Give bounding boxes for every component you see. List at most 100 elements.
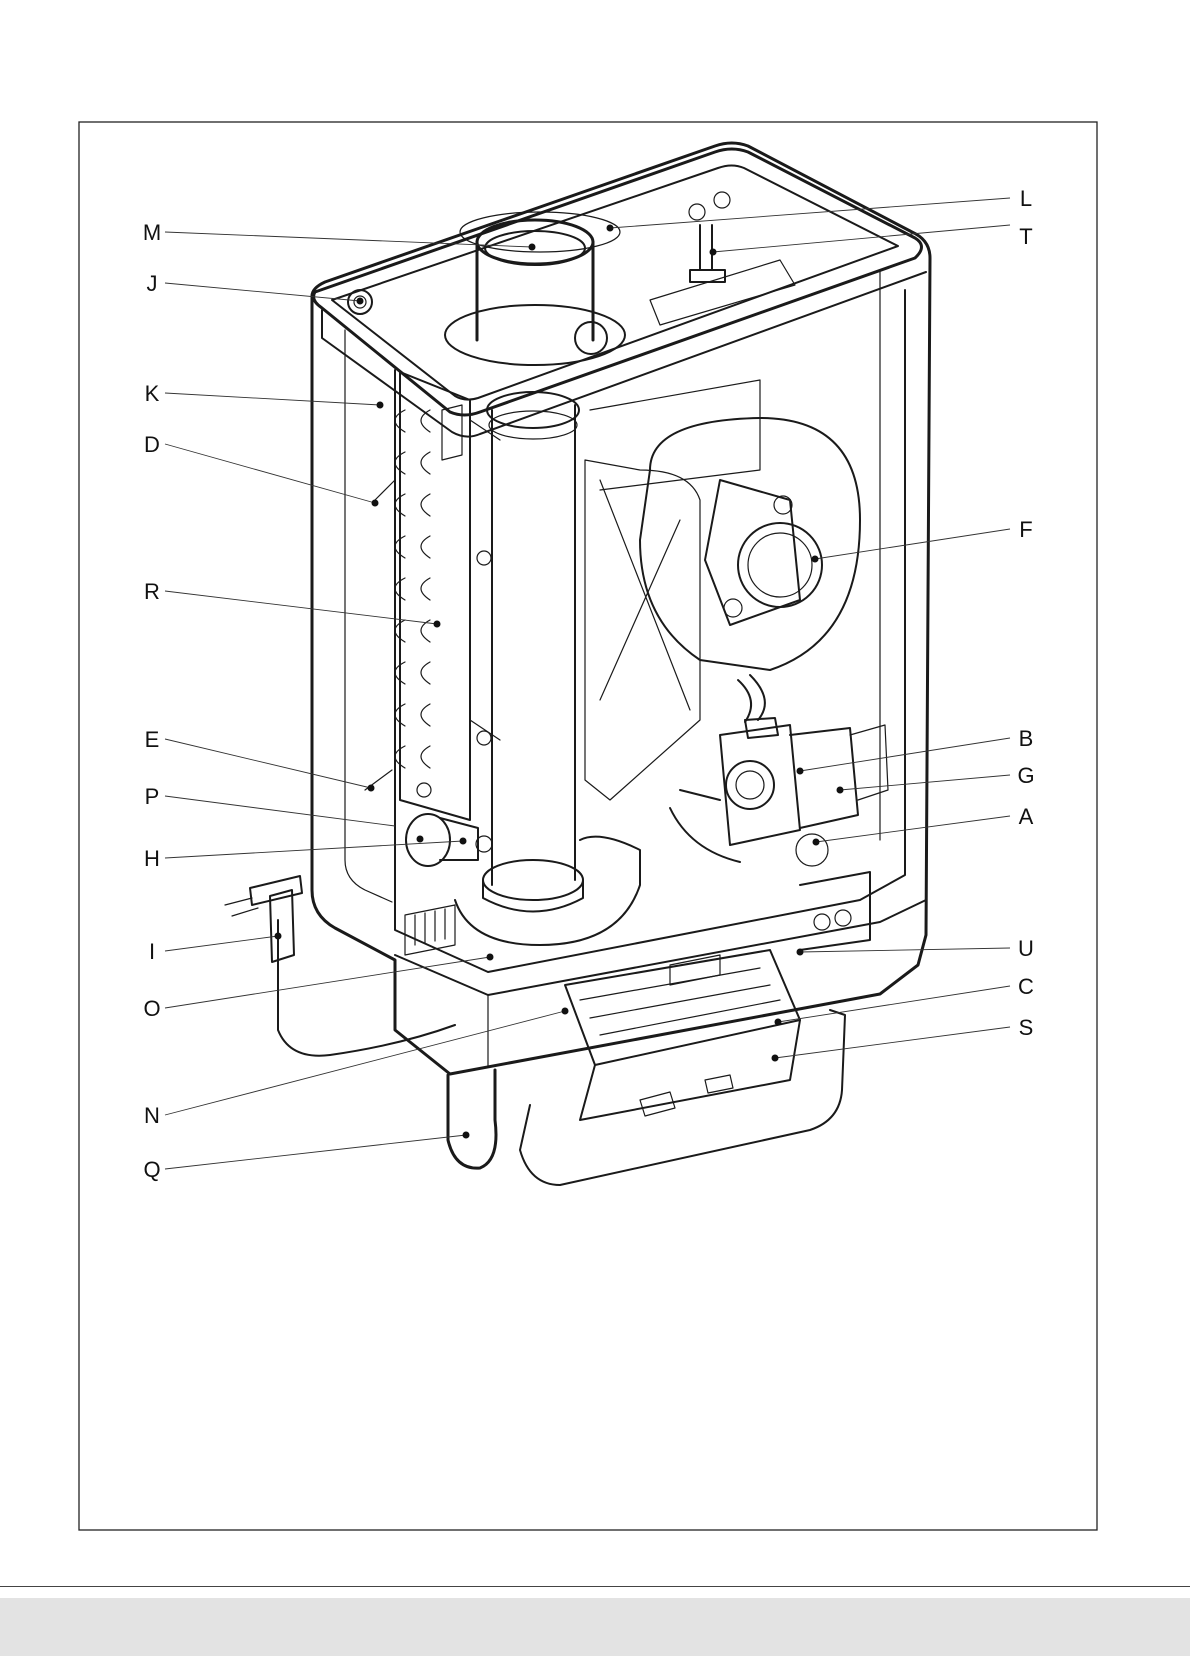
- dot-B: [797, 768, 804, 775]
- sample-point-cap: [575, 322, 607, 354]
- leader-K: [165, 393, 380, 405]
- sensor-wires: [365, 480, 395, 790]
- boiler-illustration: [225, 143, 930, 1185]
- terminal-screws: [415, 909, 445, 945]
- callout-N: N: [144, 1103, 160, 1128]
- dot-U: [797, 949, 804, 956]
- callout-T: T: [1019, 224, 1032, 249]
- leader-H: [165, 841, 463, 858]
- condensate-hose: [448, 1070, 496, 1168]
- callout-A: A: [1019, 804, 1034, 829]
- thermostat-probe: [690, 225, 725, 282]
- dot-R: [434, 621, 441, 628]
- flue-outlet-base: [445, 305, 625, 365]
- dot-M: [529, 244, 536, 251]
- burner-plate: [585, 460, 700, 800]
- fan-motor-plate: [705, 480, 800, 625]
- fan-motor-inner: [748, 533, 812, 597]
- dot-L: [607, 225, 614, 232]
- dot-K: [377, 402, 384, 409]
- gas-valve-coil: [790, 728, 858, 828]
- heat-exchanger-fins: [421, 410, 430, 768]
- top-hole-1: [689, 204, 705, 220]
- dot-C: [775, 1019, 782, 1026]
- bottom-connection-panel: [800, 872, 870, 950]
- figure-frame: [79, 122, 1097, 1530]
- callout-G: G: [1017, 763, 1034, 788]
- dot-E: [368, 785, 375, 792]
- leader-dots: [275, 225, 844, 1139]
- callout-K: K: [145, 381, 160, 406]
- callout-P: P: [145, 784, 160, 809]
- he-bolt-3: [417, 783, 431, 797]
- control-panel-door: [520, 1010, 845, 1185]
- dot-A: [813, 839, 820, 846]
- heat-exchanger-body: [400, 372, 470, 820]
- dot-G: [837, 787, 844, 794]
- leader-U: [800, 948, 1010, 952]
- he-bolt-1: [477, 551, 491, 565]
- fan-screw-2: [724, 599, 742, 617]
- callout-Q: Q: [143, 1157, 160, 1182]
- gas-valve-regulator: [726, 761, 774, 809]
- leader-C: [778, 986, 1010, 1022]
- callout-D: D: [144, 432, 160, 457]
- heat-exchanger-clips: [470, 420, 500, 740]
- gas-valve-regulator-inner: [736, 771, 764, 799]
- dot-D: [372, 500, 379, 507]
- callout-B: B: [1019, 726, 1034, 751]
- pump-body: [406, 814, 450, 866]
- callout-R: R: [144, 579, 160, 604]
- control-panel-slots: [640, 1075, 733, 1116]
- callout-L: L: [1020, 186, 1032, 211]
- burner-plate-ribs: [600, 480, 690, 710]
- leader-lines: [165, 198, 1010, 1169]
- dot-I: [275, 933, 282, 940]
- callout-C: C: [1018, 974, 1034, 999]
- callout-labels: M J K D R E P H I O N Q L T F B G A U C …: [143, 186, 1035, 1182]
- leader-D: [165, 444, 375, 503]
- connection-2: [835, 910, 851, 926]
- flue-collar: [483, 860, 583, 900]
- leader-G: [840, 775, 1010, 790]
- dot-N: [562, 1008, 569, 1015]
- dot-P: [417, 836, 424, 843]
- callout-I: I: [149, 939, 155, 964]
- leader-F: [815, 529, 1010, 559]
- gas-valve-body: [720, 725, 800, 845]
- gas-inlet-fitting: [796, 834, 828, 866]
- gas-pipe: [750, 675, 765, 720]
- footer-rule: [0, 1586, 1190, 1587]
- dot-S: [772, 1055, 779, 1062]
- callout-U: U: [1018, 936, 1034, 961]
- control-box-top: [565, 950, 800, 1065]
- control-box-front: [580, 1020, 800, 1120]
- callout-E: E: [145, 727, 160, 752]
- leader-O: [165, 957, 490, 1008]
- plug-head: [250, 876, 302, 905]
- leader-T: [713, 225, 1010, 252]
- dot-O: [487, 954, 494, 961]
- power-cable: [278, 920, 455, 1056]
- terminal-block: [405, 905, 455, 955]
- callout-J: J: [147, 271, 158, 296]
- fan-housing: [640, 418, 860, 670]
- upper-bracket: [590, 380, 760, 490]
- leader-E: [165, 739, 371, 788]
- he-bolt-2: [477, 731, 491, 745]
- gas-pipe-2: [738, 680, 751, 722]
- dot-H: [460, 838, 467, 845]
- dot-T: [710, 249, 717, 256]
- lid-front-edge: [322, 272, 926, 437]
- flue-collar-side: [483, 880, 583, 912]
- top-hole-2: [714, 192, 730, 208]
- plug-pins: [225, 898, 258, 916]
- footer-band: [0, 1598, 1190, 1656]
- leader-A: [816, 816, 1010, 842]
- callout-H: H: [144, 846, 160, 871]
- valve-pipework: [670, 790, 740, 862]
- dot-F: [812, 556, 819, 563]
- leader-R: [165, 591, 437, 624]
- leader-S: [775, 1027, 1010, 1058]
